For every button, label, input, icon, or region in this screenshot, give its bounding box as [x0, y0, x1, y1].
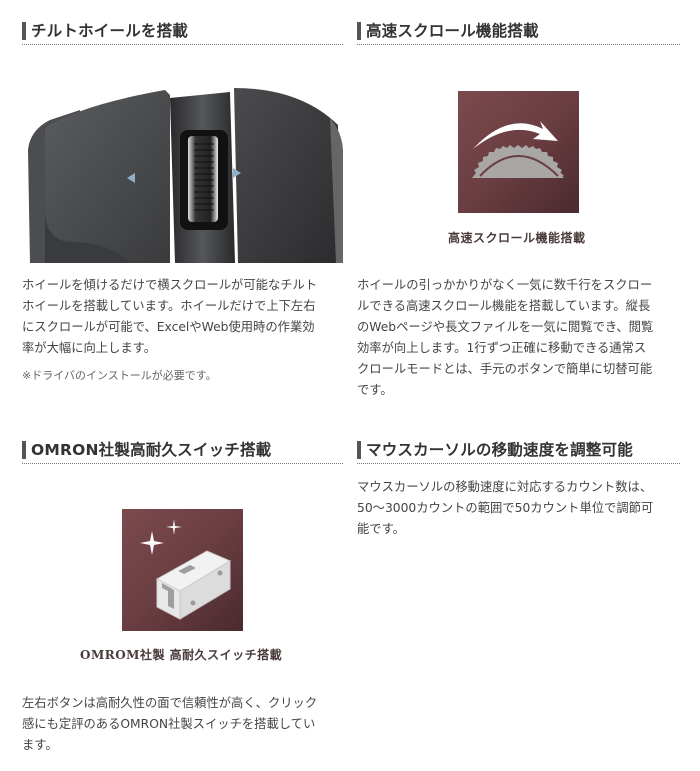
heading-title: OMRON社製高耐久スイッチ搭載: [31, 441, 272, 459]
fast-scroll-wheel-icon: [458, 91, 579, 213]
sparkling-switch-icon: [122, 509, 243, 631]
text-line: クロールモードとは、手元のボタンで簡単に切替可能: [357, 362, 653, 376]
text-line: ホイールの引っかかりがなく一気に数千行をスクロー: [357, 278, 653, 292]
section-heading-fast-scroll: 高速スクロール機能搭載: [357, 18, 680, 45]
text-line: のWebページや長文ファイルを一気に閲覧でき、閲覧: [357, 320, 654, 334]
section-heading-cursor-speed: マウスカーソルの移動速度を調整可能: [357, 437, 680, 464]
text-line: 50〜3000カウントの範囲で50カウント単位で調節可: [357, 501, 654, 515]
tilt-right-arrow-icon: [233, 168, 241, 178]
text-line: マウスカーソルの移動速度に対応するカウント数は、: [357, 480, 653, 494]
text-line: 率が大幅に向上します。: [22, 341, 157, 355]
text-line: 効率が向上します。1行ずつ正確に移動できる通常ス: [357, 341, 647, 355]
section-heading-tilt-wheel: チルトホイールを搭載: [22, 18, 343, 45]
text-line: 感にも定評のあるOMRON社製スイッチを搭載してい: [22, 717, 316, 731]
text-line: ホイールを傾けるだけで横スクロールが可能なチルト: [22, 278, 318, 292]
heading-accent-bar: [357, 22, 361, 40]
section-heading-omron-switch: OMRON社製高耐久スイッチ搭載: [22, 437, 343, 464]
heading-accent-bar: [22, 22, 26, 40]
text-line: 能です。: [357, 522, 405, 536]
mouse-photo-illustration: [20, 70, 343, 263]
tilt-left-arrow-icon: [127, 173, 135, 183]
fast-scroll-caption: 高速スクロール機能搭載: [448, 231, 586, 245]
fast-scroll-description: ホイールの引っかかりがなく一気に数千行をスクロー ルできる高速スクロール機能を搭…: [357, 275, 687, 401]
text-line: ます。: [22, 738, 58, 752]
text-line: ルできる高速スクロール機能を搭載しています。縦長: [357, 299, 651, 313]
tilt-wheel-description: ホイールを傾けるだけで横スクロールが可能なチルト ホイールを搭載しています。ホイ…: [22, 275, 347, 359]
mouse-tilt-wheel-photo: [20, 70, 343, 263]
text-line: ホイールを搭載しています。ホイールだけで上下左右: [22, 299, 316, 313]
text-line: 左右ボタンは高耐久性の面で信頼性が高く、クリック: [22, 696, 318, 710]
omron-switch-description: 左右ボタンは高耐久性の面で信頼性が高く、クリック 感にも定評のあるOMRON社製…: [22, 693, 347, 756]
heading-accent-bar: [22, 441, 26, 459]
heading-title: 高速スクロール機能搭載: [366, 22, 539, 40]
heading-title: チルトホイールを搭載: [31, 22, 189, 40]
omron-switch-caption: OMROM社製 高耐久スイッチ搭載: [80, 648, 283, 662]
driver-note: ※ドライバのインストールが必要です。: [22, 369, 217, 382]
cursor-speed-description: マウスカーソルの移動速度に対応するカウント数は、 50〜3000カウントの範囲で…: [357, 477, 687, 540]
heading-accent-bar: [357, 441, 361, 459]
text-line: にスクロールが可能で、ExcelやWeb使用時の作業効: [22, 320, 315, 334]
text-line: です。: [357, 383, 393, 397]
heading-title: マウスカーソルの移動速度を調整可能: [366, 441, 633, 459]
